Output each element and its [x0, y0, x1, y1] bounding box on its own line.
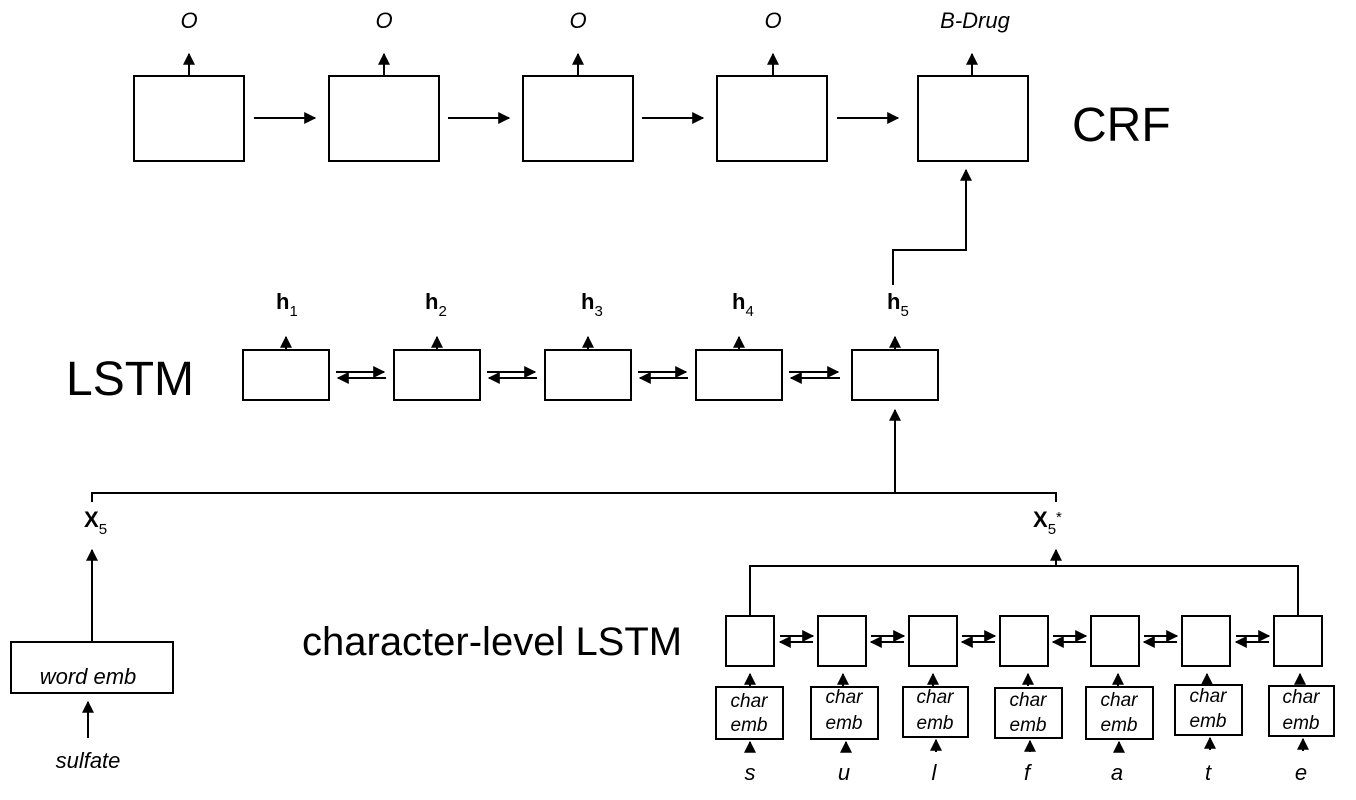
bidirectional-arrow: [487, 366, 537, 384]
svg-text:emb: emb: [1283, 713, 1320, 734]
svg-text:char: char: [1190, 686, 1228, 707]
hidden-state-label: h5: [887, 289, 909, 320]
svg-text:emb: emb: [917, 713, 954, 734]
crf-output-label: O: [764, 8, 781, 33]
char-lstm-cell: [999, 615, 1049, 667]
svg-text:emb: emb: [826, 713, 863, 734]
svg-text:char: char: [1010, 690, 1048, 711]
char-emb-box: char emb: [1174, 684, 1243, 736]
char-emb-box: char emb: [810, 686, 879, 740]
hidden-state-label: h2: [425, 289, 447, 320]
char-lstm-cell: [817, 615, 867, 667]
char-bidirectional-arrow: [869, 630, 906, 648]
crf-node: [716, 75, 828, 162]
svg-text:char: char: [1101, 690, 1139, 711]
word-token: sulfate: [56, 748, 121, 773]
bidirectional-arrow: [336, 366, 386, 384]
crf-output-label: O: [375, 8, 392, 33]
lstm-title: LSTM: [66, 353, 194, 406]
hidden-state-label: h3: [581, 289, 603, 320]
svg-text:char: char: [731, 691, 769, 712]
char-bidirectional-arrow: [1051, 630, 1088, 648]
bidirectional-arrow: [638, 366, 688, 384]
char-bidirectional-arrow: [1142, 630, 1179, 648]
char-lstm-cell: [725, 615, 775, 667]
char-token: l: [932, 760, 938, 785]
lstm-cell: [544, 349, 632, 401]
char-bidirectional-arrow: [960, 630, 997, 648]
crf-node: [328, 75, 440, 162]
svg-text:char: char: [917, 687, 955, 708]
char-bidirectional-arrow: [1234, 630, 1271, 648]
char-emb-box: char emb: [994, 687, 1063, 739]
hidden-state-label: h1: [276, 289, 298, 320]
crf-output-label: O: [180, 8, 197, 33]
svg-text:emb: emb: [1010, 715, 1047, 736]
char-lstm-cell: [908, 615, 958, 667]
char-lstm-cell: [1090, 615, 1140, 667]
char-emb-box: char emb: [1085, 686, 1154, 740]
svg-text:emb: emb: [1101, 715, 1138, 736]
crf-node: [522, 75, 634, 162]
char-token: s: [745, 760, 756, 785]
crf-node: [133, 75, 245, 162]
char-token: e: [1295, 760, 1307, 785]
word-emb-box: [10, 641, 174, 694]
x5-label: X5: [84, 507, 107, 538]
crf-title: CRF: [1072, 99, 1171, 152]
svg-text:char: char: [1283, 687, 1321, 708]
word-embedding-branch: X5 word emb sulfate: [10, 507, 174, 773]
svg-text:emb: emb: [1190, 711, 1227, 732]
bidirectional-arrow: [789, 366, 840, 384]
crf-output-label: O: [569, 8, 586, 33]
hidden-state-label: h4: [732, 289, 754, 320]
concat-bracket: [91, 492, 1057, 502]
char-lstm-cell: [1181, 615, 1231, 667]
char-emb-box: char emb: [715, 686, 784, 740]
lstm-cell: [393, 349, 481, 401]
char-bidirectional-arrow: [778, 630, 815, 648]
char-emb-box: char emb: [1268, 685, 1335, 737]
char-token: t: [1205, 760, 1212, 785]
crf-output-label: B-Drug: [940, 8, 1010, 33]
lstm-cell: [242, 349, 330, 401]
crf-node: [917, 75, 1029, 162]
svg-text:emb: emb: [731, 715, 768, 736]
crf-layer: O O O O B-Drug CRF: [133, 8, 1171, 162]
char-lstm-title: character-level LSTM: [302, 620, 682, 664]
lstm-layer: LSTM h1 h2 h3 h4 h5: [66, 289, 939, 406]
char-concat-bracket: [749, 565, 1299, 616]
char-token: a: [1111, 760, 1123, 785]
char-emb-box: char emb: [902, 686, 969, 738]
h5-to-crf-connector: [892, 168, 972, 285]
lstm-cell: [695, 349, 783, 401]
lstm-cell: [851, 349, 939, 401]
char-lstm-branch: character-level LSTM X5*: [302, 507, 1335, 785]
char-token: u: [838, 760, 850, 785]
x5-star-label: X5*: [1033, 507, 1062, 538]
svg-text:char: char: [826, 687, 864, 708]
word-emb-label: word emb: [40, 664, 137, 689]
char-lstm-cell: [1273, 615, 1323, 667]
char-token: f: [1024, 760, 1033, 785]
